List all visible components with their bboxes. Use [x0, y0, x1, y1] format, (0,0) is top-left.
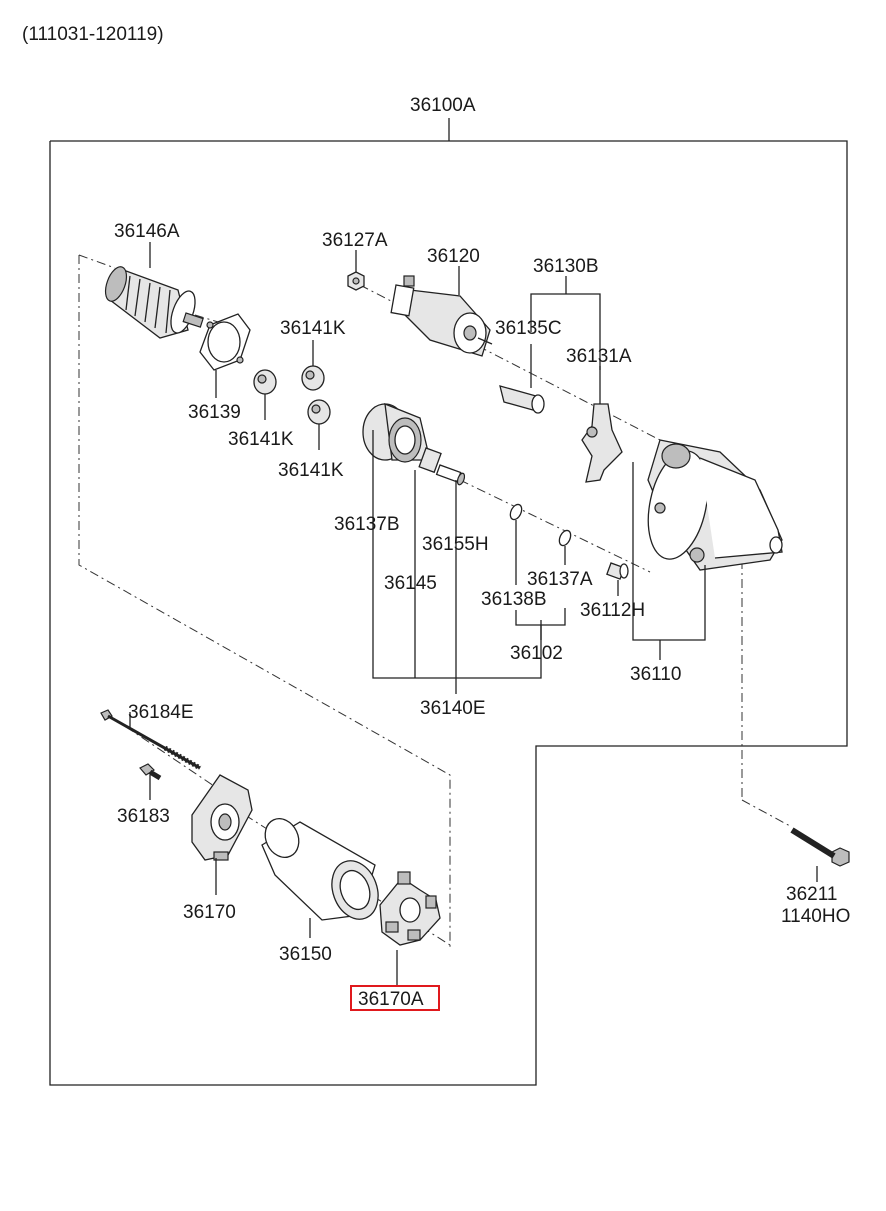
- overrunning-clutch-part[interactable]: [362, 402, 466, 486]
- brush-holder-part[interactable]: [379, 871, 441, 946]
- stop-ring-part[interactable]: [508, 503, 524, 522]
- lever-part[interactable]: [581, 403, 623, 483]
- label-36170A[interactable]: 36170A: [358, 989, 424, 1010]
- label-36139[interactable]: 36139: [188, 402, 241, 423]
- armature-part[interactable]: [101, 264, 204, 339]
- label-36110[interactable]: 36110: [630, 664, 681, 685]
- screw-part[interactable]: [139, 763, 162, 781]
- label-36130B[interactable]: 36130B: [533, 256, 599, 277]
- label-36127A[interactable]: 36127A: [322, 230, 388, 251]
- label-36183[interactable]: 36183: [117, 806, 170, 827]
- label-36135C[interactable]: 36135C: [495, 318, 562, 339]
- axis-dashline-top: [78, 254, 116, 269]
- label-36141K-c[interactable]: 36141K: [278, 460, 344, 481]
- snap-ring-part[interactable]: [557, 529, 573, 548]
- through-bolt-part[interactable]: [100, 709, 202, 771]
- solenoid-part[interactable]: [390, 275, 493, 357]
- label-36170[interactable]: 36170: [183, 902, 236, 923]
- label-36138B[interactable]: 36138B: [481, 589, 547, 610]
- label-36112H[interactable]: 36112H: [580, 600, 645, 621]
- label-36146A[interactable]: 36146A: [114, 221, 180, 242]
- bracket-36110: [632, 462, 706, 641]
- assembly-frame: [49, 140, 848, 1086]
- label-36211[interactable]: 36211: [786, 884, 837, 905]
- assembly-label-36100A[interactable]: 36100A: [410, 95, 476, 116]
- label-1140HO[interactable]: 1140HO: [781, 906, 850, 927]
- label-36137A[interactable]: 36137A: [527, 569, 593, 590]
- axis-dashline-bolt-2: [741, 799, 791, 827]
- label-36137B[interactable]: 36137B: [334, 514, 400, 535]
- mounting-bolt-part[interactable]: [790, 827, 850, 867]
- axis-dashline-left: [78, 255, 451, 950]
- planet-gear-1[interactable]: [253, 369, 277, 395]
- label-36131A[interactable]: 36131A: [566, 346, 632, 367]
- front-housing-part[interactable]: [639, 439, 783, 571]
- bracket-36140E: [372, 430, 542, 679]
- label-36155H[interactable]: 36155H: [422, 534, 489, 555]
- plate-part[interactable]: [199, 313, 251, 371]
- label-36145[interactable]: 36145: [384, 573, 437, 594]
- bushing-part[interactable]: [606, 562, 629, 580]
- label-36120[interactable]: 36120: [427, 246, 480, 267]
- rear-cover-part[interactable]: [191, 774, 253, 861]
- label-36141K-a[interactable]: 36141K: [280, 318, 346, 339]
- yoke-part[interactable]: [259, 813, 386, 926]
- label-36102[interactable]: 36102: [510, 643, 563, 664]
- bracket-36130B: [530, 293, 601, 370]
- label-36150[interactable]: 36150: [279, 944, 332, 965]
- plunger-part[interactable]: [499, 385, 545, 414]
- label-36140E[interactable]: 36140E: [420, 698, 486, 719]
- planet-gear-3[interactable]: [307, 399, 331, 425]
- label-36141K-b[interactable]: 36141K: [228, 429, 294, 450]
- label-36184E[interactable]: 36184E: [128, 702, 194, 723]
- nut-part[interactable]: [347, 271, 365, 291]
- highlight-box-36170A: [350, 985, 440, 1011]
- axis-dashline-drive: [459, 479, 651, 573]
- date-range-label: (111031-120119): [22, 24, 164, 45]
- planet-gear-2[interactable]: [301, 365, 325, 391]
